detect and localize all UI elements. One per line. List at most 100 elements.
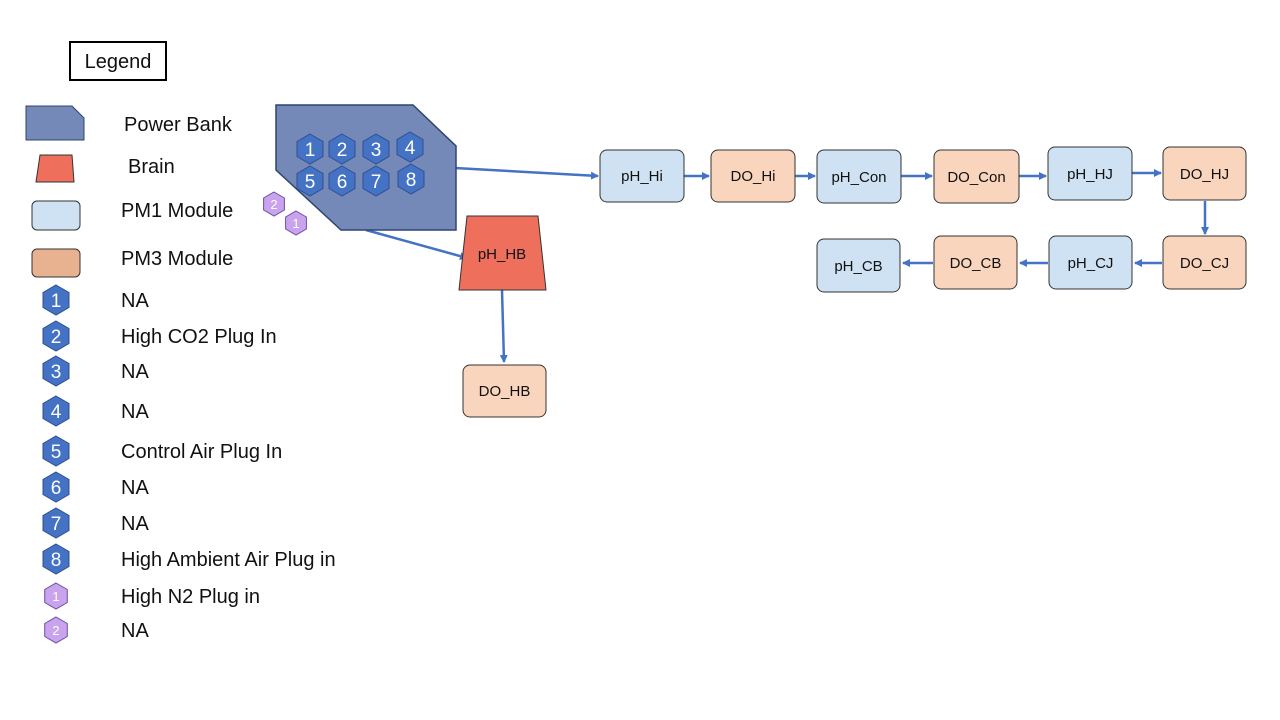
legend-port-4-icon: 4 bbox=[42, 395, 70, 427]
legend-port-5-label: Control Air Plug In bbox=[121, 441, 282, 463]
bank-port-1-icon-number: 1 bbox=[305, 140, 316, 161]
module-ph-cb-label: pH_CB bbox=[834, 258, 882, 275]
legend-port-7-icon: 7 bbox=[42, 507, 70, 539]
bank-port-3-icon-shape bbox=[362, 133, 390, 165]
bank-port-8-icon-shape bbox=[397, 163, 425, 195]
legend-port-8-icon: 8 bbox=[42, 543, 70, 575]
legend-port-5-icon-shape bbox=[42, 435, 70, 467]
bank-port-5-icon-shape bbox=[296, 165, 324, 197]
legend-port-7-label: NA bbox=[121, 513, 149, 535]
bank-port-1-icon-shape bbox=[296, 133, 324, 165]
module-do-con-label: DO_Con bbox=[947, 169, 1005, 186]
bank-aux-port-1-icon-number: 1 bbox=[292, 216, 299, 231]
module-do-cj-label: DO_CJ bbox=[1180, 255, 1229, 272]
legend-port-8-label: High Ambient Air Plug in bbox=[121, 549, 336, 571]
bank-port-4-icon: 4 bbox=[396, 131, 424, 163]
legend-port-6-icon: 6 bbox=[42, 471, 70, 503]
legend-port-10-icon-shape bbox=[44, 616, 68, 644]
legend-port-2-label: High CO2 Plug In bbox=[121, 326, 277, 348]
bank-port-6-icon-shape bbox=[328, 165, 356, 197]
legend-port-3-icon: 3 bbox=[42, 355, 70, 387]
legend-port-4-icon-shape bbox=[42, 395, 70, 427]
legend-label-power-bank: Power Bank bbox=[124, 114, 233, 136]
module-ph-hj bbox=[1047, 146, 1133, 201]
bank-aux-port-1-icon: 1 bbox=[285, 210, 307, 236]
module-ph-con bbox=[816, 149, 902, 204]
legend-port-4-label: NA bbox=[121, 401, 149, 423]
brain-icon bbox=[35, 154, 75, 183]
legend-port-3-icon-number: 3 bbox=[51, 362, 62, 383]
bank-aux-port-1-icon-shape bbox=[285, 210, 307, 236]
bank-aux-port-2-icon-number: 2 bbox=[270, 197, 277, 212]
bank-port-2-icon-shape bbox=[328, 133, 356, 165]
bank-port-6-icon-number: 6 bbox=[337, 172, 348, 193]
legend-port-9-icon: 1 bbox=[44, 582, 68, 610]
bank-port-8-icon: 8 bbox=[397, 163, 425, 195]
connectors bbox=[365, 166, 1209, 363]
legend-port-2-icon-shape bbox=[42, 320, 70, 352]
legend-port-8-icon-shape bbox=[42, 543, 70, 575]
legend-port-9-icon-number: 1 bbox=[52, 589, 59, 604]
legend-port-5-icon: 5 bbox=[42, 435, 70, 467]
legend-title-box bbox=[69, 41, 167, 81]
module-do-hj-label: DO_HJ bbox=[1180, 166, 1229, 183]
bank-port-1-icon: 1 bbox=[296, 133, 324, 165]
module-ph-cj bbox=[1048, 235, 1133, 290]
legend-port-9-label: High N2 Plug in bbox=[121, 586, 260, 608]
power-bank-icon bbox=[25, 105, 85, 141]
legend-port-1-icon: 1 bbox=[42, 284, 70, 316]
legend-port-7-icon-shape bbox=[42, 507, 70, 539]
bank-port-5-icon-number: 5 bbox=[305, 172, 316, 193]
legend-port-6-label: NA bbox=[121, 477, 149, 499]
bank-port-3-icon-number: 3 bbox=[371, 140, 382, 161]
legend-port-4-icon-number: 4 bbox=[51, 402, 62, 423]
legend-port-6-icon-shape bbox=[42, 471, 70, 503]
bank-port-3-icon: 3 bbox=[362, 133, 390, 165]
module-do-cb bbox=[933, 235, 1018, 290]
module-do-cj bbox=[1162, 235, 1247, 290]
pm3-module-icon bbox=[31, 248, 81, 278]
legend-port-7-icon-number: 7 bbox=[51, 514, 62, 535]
legend-port-10-icon: 2 bbox=[44, 616, 68, 644]
brain-ph-hb bbox=[458, 215, 547, 291]
pm1-module-icon bbox=[31, 200, 81, 231]
brain-ph-hb-label: pH_HB bbox=[478, 246, 526, 263]
legend-port-3-label: NA bbox=[121, 361, 149, 383]
bank-port-7-icon-number: 7 bbox=[371, 172, 382, 193]
power-bank bbox=[275, 104, 457, 231]
legend-port-2-icon-number: 2 bbox=[51, 327, 62, 348]
module-ph-cb bbox=[816, 238, 901, 293]
module-do-hb-label: DO_HB bbox=[479, 383, 531, 400]
legend-label-brain: Brain bbox=[128, 156, 175, 178]
legend-port-9-icon-shape bbox=[44, 582, 68, 610]
legend-port-8-icon-number: 8 bbox=[51, 550, 62, 571]
arrow-powerbank-to-ph-hi bbox=[454, 166, 599, 180]
module-do-hi bbox=[710, 149, 796, 203]
module-ph-hi-label: pH_Hi bbox=[621, 168, 663, 185]
module-do-hb bbox=[462, 364, 547, 418]
module-ph-cj-label: pH_CJ bbox=[1068, 255, 1114, 272]
legend-port-5-icon-number: 5 bbox=[51, 442, 62, 463]
arrow-powerbank-to-ph-hb bbox=[365, 228, 468, 260]
legend-port-3-icon-shape bbox=[42, 355, 70, 387]
module-do-con bbox=[933, 149, 1020, 204]
bank-aux-port-2-icon: 2 bbox=[263, 191, 285, 217]
legend-port-10-icon-number: 2 bbox=[52, 623, 59, 638]
legend-label-pm1: PM1 Module bbox=[121, 200, 233, 222]
module-do-hj bbox=[1162, 146, 1247, 201]
legend-port-6-icon-number: 6 bbox=[51, 478, 62, 499]
bank-port-2-icon-number: 2 bbox=[337, 140, 348, 161]
module-ph-hi bbox=[599, 149, 685, 203]
legend-label-pm3: PM3 Module bbox=[121, 248, 233, 270]
legend-port-2-icon: 2 bbox=[42, 320, 70, 352]
bank-port-7-icon-shape bbox=[362, 165, 390, 197]
module-do-hi-label: DO_Hi bbox=[730, 168, 775, 185]
bank-port-2-icon: 2 bbox=[328, 133, 356, 165]
legend-title: Legend bbox=[85, 51, 152, 73]
module-do-cb-label: DO_CB bbox=[950, 255, 1002, 272]
bank-port-4-icon-number: 4 bbox=[405, 138, 416, 159]
bank-port-4-icon-shape bbox=[396, 131, 424, 163]
